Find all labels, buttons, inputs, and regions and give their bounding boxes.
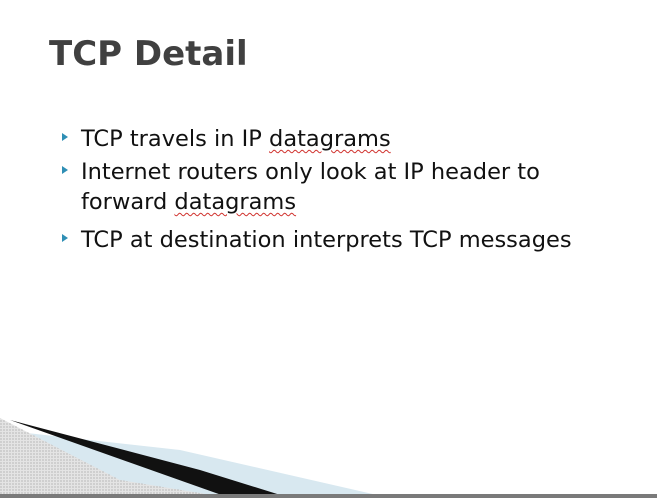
spellcheck-flagged-word: datagrams [174, 189, 297, 215]
footer-wedge-dark [10, 420, 290, 498]
bullet-item: TCP travels in IP datagrams [60, 124, 620, 154]
bullet-list: TCP travels in IP datagrams Internet rou… [60, 124, 620, 255]
footer-wedge-hatched [0, 418, 230, 498]
triangle-bullet-icon [62, 166, 68, 174]
bullet-text-line: Internet routers only look at IP header … [81, 159, 540, 185]
footer-baseline [0, 494, 657, 498]
bullet-text: TCP at destination interprets TCP messag… [81, 227, 572, 253]
bullet-item: TCP at destination interprets TCP messag… [60, 225, 620, 255]
bullet-text: TCP travels in IP [81, 126, 270, 152]
bullet-text-line: forward [81, 189, 175, 215]
bullet-item: Internet routers only look at IP header … [60, 157, 620, 217]
spellcheck-flagged-word: datagrams [269, 126, 391, 152]
triangle-bullet-icon [62, 133, 68, 141]
triangle-bullet-icon [62, 234, 68, 242]
slide-title: TCP Detail [49, 34, 248, 74]
